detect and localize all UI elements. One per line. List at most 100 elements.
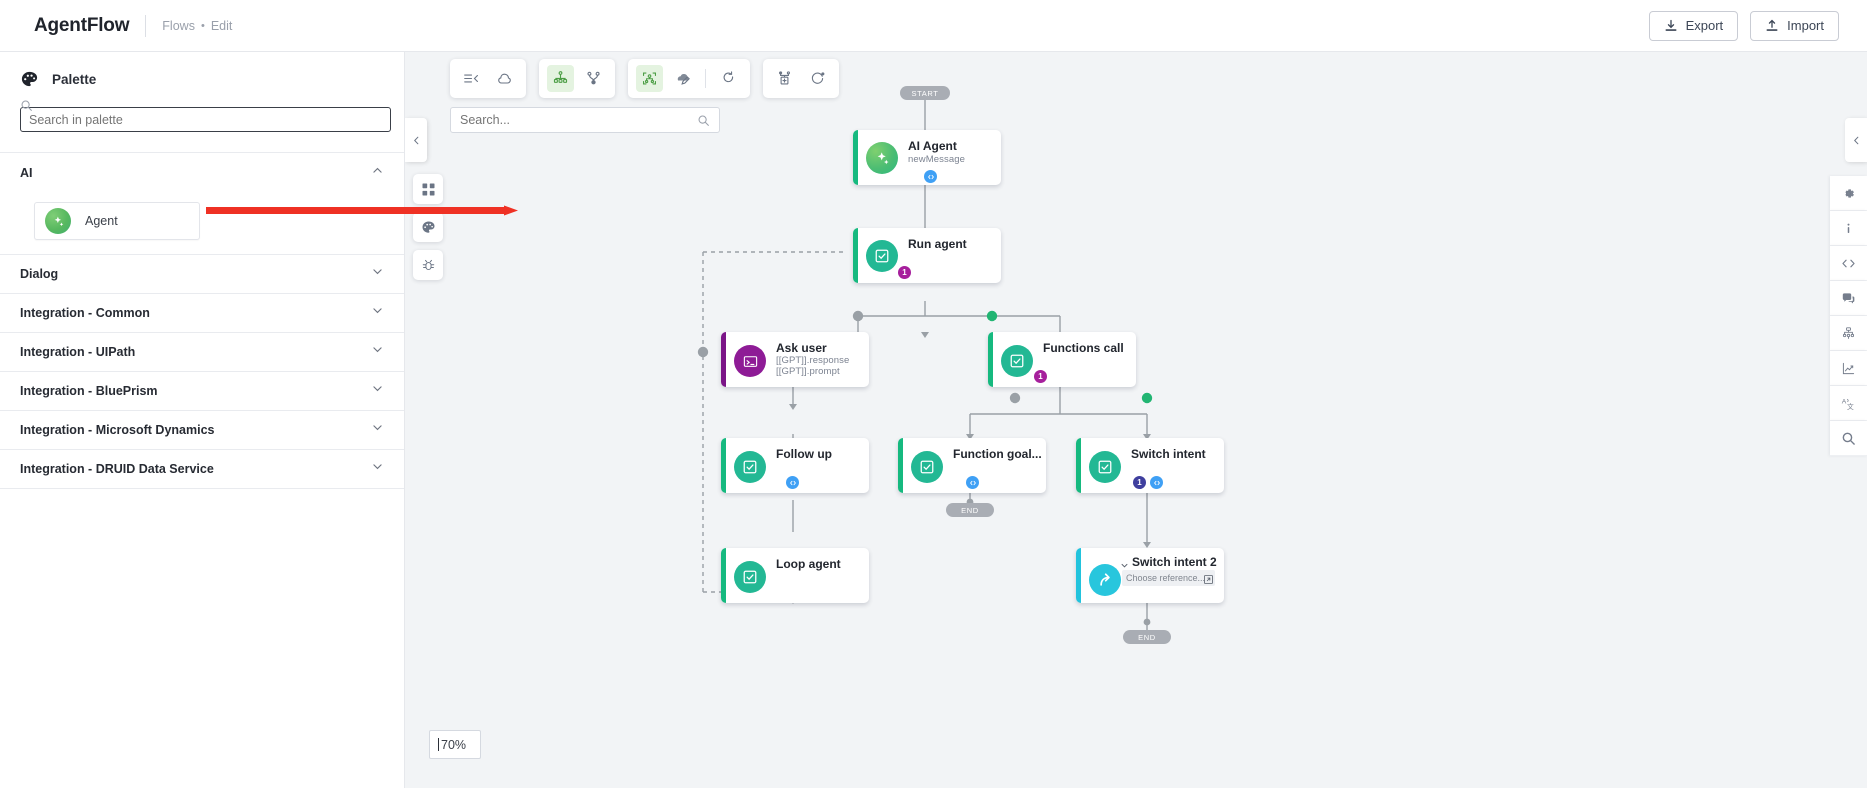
- palette-section-integration-common[interactable]: Integration - Common: [0, 294, 404, 333]
- translate-icon[interactable]: A 文: [1830, 386, 1867, 421]
- refresh-icon[interactable]: [804, 65, 831, 92]
- palette-icon[interactable]: [413, 212, 443, 242]
- palette-search-area: [0, 89, 404, 132]
- canvas-search-box[interactable]: [450, 107, 720, 133]
- palette-section-dialog[interactable]: Dialog: [0, 255, 404, 294]
- chevron-down-icon: [371, 421, 384, 439]
- node-ask-user[interactable]: Ask user [[GPT]].response [[GPT]].prompt: [721, 332, 869, 387]
- code-icon[interactable]: [1830, 246, 1867, 281]
- start-pill: START: [900, 86, 950, 100]
- palette-section-ai[interactable]: AI: [0, 153, 404, 192]
- palette-icon: [422, 221, 434, 233]
- cloud-nodes-icon[interactable]: [491, 65, 518, 92]
- flow-map-icon[interactable]: [1830, 316, 1867, 351]
- search-icon[interactable]: [1830, 421, 1867, 456]
- task-check-icon: [866, 240, 898, 272]
- gear-icon[interactable]: [1830, 176, 1867, 211]
- node-accent: [898, 438, 903, 493]
- terminal-icon: [734, 345, 766, 377]
- app-brand: AgentFlow: [34, 14, 130, 36]
- palette-section-label: Integration - BluePrism: [20, 384, 158, 398]
- reference-select[interactable]: Choose reference...: [1122, 570, 1215, 586]
- chevron-down-icon: [371, 265, 384, 283]
- node-badges: 1: [1133, 476, 1163, 489]
- zoom-level-input[interactable]: 70%: [429, 730, 481, 759]
- toolbar-divider: [705, 69, 706, 88]
- export-label: Export: [1685, 18, 1724, 33]
- palette-section-label: Integration - UIPath: [20, 345, 136, 359]
- task-check-icon: [1001, 345, 1033, 377]
- chevron-down-icon[interactable]: [1120, 557, 1129, 575]
- node-switch-intent[interactable]: Switch intent 1: [1076, 438, 1224, 493]
- chevron-down-icon: [371, 460, 384, 478]
- svg-text:A: A: [1842, 398, 1847, 405]
- download-icon: [1665, 19, 1677, 31]
- palette-item-agent[interactable]: Agent: [34, 202, 200, 240]
- palette-section-integration-blueprism[interactable]: Integration - BluePrism: [0, 372, 404, 411]
- node-title: Ask user: [776, 341, 827, 355]
- palette-search-input[interactable]: [20, 107, 391, 132]
- palette-section-label: AI: [20, 165, 33, 180]
- info-icon[interactable]: [1830, 211, 1867, 246]
- breadcrumb-edit[interactable]: Edit: [210, 18, 233, 33]
- node-accent: [853, 130, 858, 185]
- palette-section-label: Integration - DRUID Data Service: [20, 462, 214, 476]
- redirect-arrow-icon: [1089, 564, 1121, 596]
- end-pill: END: [946, 503, 994, 517]
- node-badges: [966, 476, 979, 489]
- chevron-down-icon: [371, 343, 384, 361]
- collapse-list-icon[interactable]: [458, 65, 485, 92]
- grid-icon[interactable]: [413, 174, 443, 204]
- task-check-icon: [734, 451, 766, 483]
- chevron-left-icon: [1853, 136, 1858, 144]
- focus-nodes-icon[interactable]: [636, 65, 663, 92]
- svg-text:文: 文: [1847, 401, 1854, 410]
- flow-graph: START END END AI Agent newMessage: [405, 52, 1867, 788]
- import-button[interactable]: Import: [1750, 10, 1839, 41]
- node-ai-agent[interactable]: AI Agent newMessage: [853, 130, 1001, 185]
- flow-edges: [697, 100, 1153, 630]
- add-node-icon[interactable]: [771, 65, 798, 92]
- toolbar-group-view: [450, 59, 526, 98]
- code-badge-icon: [786, 476, 799, 489]
- collapse-left-panel-button[interactable]: [405, 118, 427, 162]
- flow-canvas[interactable]: A 文 70%: [405, 52, 1867, 788]
- open-reference-icon[interactable]: [1203, 572, 1214, 590]
- export-button[interactable]: Export: [1648, 10, 1739, 41]
- breadcrumb-flows[interactable]: Flows: [162, 18, 195, 33]
- node-badges: 1: [1034, 370, 1047, 383]
- comment-icon[interactable]: [1830, 281, 1867, 316]
- task-check-icon: [1089, 451, 1121, 483]
- node-function-goal[interactable]: Function goal...: [898, 438, 1046, 493]
- canvas-right-rail: A 文: [1830, 176, 1867, 456]
- node-switch-intent-2[interactable]: Switch intent 2 Choose reference...: [1076, 548, 1224, 603]
- collapse-right-panel-button[interactable]: [1845, 118, 1867, 162]
- canvas-search-input[interactable]: [460, 113, 697, 127]
- palette-section-integration-uipath[interactable]: Integration - UIPath: [0, 333, 404, 372]
- chevron-down-icon: [371, 304, 384, 322]
- node-accent: [988, 332, 993, 387]
- palette-header: Palette: [0, 52, 404, 89]
- palette-section-integration-msdynamics[interactable]: Integration - Microsoft Dynamics: [0, 411, 404, 450]
- node-follow-up[interactable]: Follow up: [721, 438, 869, 493]
- bug-icon[interactable]: [413, 250, 443, 280]
- node-title: Function goal...: [953, 447, 1042, 461]
- top-bar-actions: Export Import: [1648, 10, 1839, 41]
- palette-section-label: Integration - Common: [20, 306, 150, 320]
- loop-arrow-icon[interactable]: [715, 65, 742, 92]
- branch-split-icon[interactable]: [580, 65, 607, 92]
- palette-item-label: Agent: [85, 214, 118, 228]
- search-icon: [698, 115, 709, 126]
- hierarchy-tree-icon[interactable]: [547, 65, 574, 92]
- palette-section-integration-druid[interactable]: Integration - DRUID Data Service: [0, 450, 404, 489]
- node-loop-agent[interactable]: Loop agent: [721, 548, 869, 603]
- agent-sparkle-icon: [866, 142, 898, 174]
- node-accent: [1076, 548, 1081, 603]
- analytics-icon[interactable]: [1830, 351, 1867, 386]
- node-title: Loop agent: [776, 557, 841, 571]
- node-functions-call[interactable]: Functions call 1: [988, 332, 1136, 387]
- edit-shape-icon[interactable]: [669, 65, 696, 92]
- node-badges: [786, 476, 799, 489]
- task-check-icon: [911, 451, 943, 483]
- node-run-agent[interactable]: Run agent 1: [853, 228, 1001, 283]
